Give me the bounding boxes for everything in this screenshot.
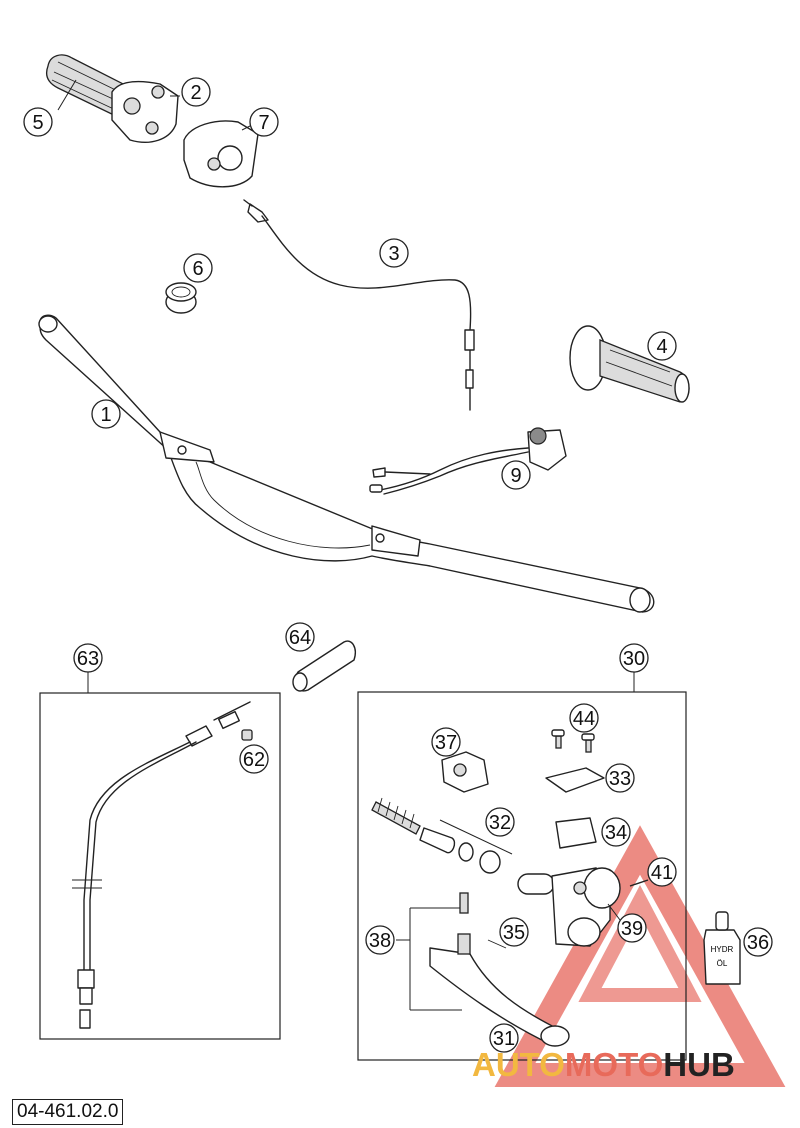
callout-9: 9	[501, 460, 531, 490]
svg-text:31: 31	[493, 1028, 515, 1050]
throttle-cable	[243, 199, 475, 411]
clutch-cable	[72, 701, 253, 1029]
callout-6: 6	[183, 253, 213, 283]
svg-text:33: 33	[609, 768, 631, 790]
callout-64: 64	[285, 622, 315, 652]
callout-36: 36	[743, 927, 773, 957]
callout-2: 2	[181, 77, 211, 107]
svg-text:6: 6	[192, 258, 203, 280]
handlebar	[38, 314, 655, 613]
svg-text:39: 39	[621, 918, 643, 940]
leader-lines	[57, 79, 635, 941]
svg-text:7: 7	[258, 112, 269, 134]
master-cylinder	[517, 867, 621, 947]
svg-text:3: 3	[388, 243, 399, 265]
throttle-cover	[183, 120, 259, 188]
svg-text:62: 62	[243, 749, 265, 771]
watermark-text: AUTOMOTOHUB	[472, 1046, 735, 1083]
callout-38: 38	[365, 925, 395, 955]
svg-text:9: 9	[510, 465, 521, 487]
watermark-part2: MOTO	[565, 1046, 663, 1083]
kill-switch	[369, 427, 567, 495]
svg-text:44: 44	[573, 708, 595, 730]
svg-text:35: 35	[503, 922, 525, 944]
hand-brake-box	[357, 691, 687, 1061]
piston-kit	[371, 797, 513, 874]
callout-44: 44	[569, 703, 599, 733]
reservoir-cover-parts	[441, 729, 605, 849]
watermark-logo	[494, 825, 786, 1087]
svg-text:4: 4	[656, 336, 667, 358]
svg-text:63: 63	[77, 648, 99, 670]
callout-37: 37	[431, 727, 461, 757]
throttle-housing	[111, 80, 179, 143]
callout-63: 63	[73, 643, 103, 673]
callout-41: 41	[647, 857, 677, 887]
callout-62: 62	[239, 744, 269, 774]
spacer-ring	[165, 282, 197, 314]
svg-text:30: 30	[623, 648, 645, 670]
svg-text:41: 41	[651, 862, 673, 884]
watermark-part1: AUTO	[472, 1046, 565, 1083]
callout-35: 35	[499, 917, 529, 947]
left-grip	[569, 325, 690, 403]
svg-text:32: 32	[489, 812, 511, 834]
callout-5: 5	[23, 107, 53, 137]
brake-lever	[409, 879, 649, 1047]
oil-label-line2: ÖL	[717, 959, 728, 968]
svg-text:5: 5	[32, 112, 43, 134]
callout-31: 31	[489, 1023, 519, 1053]
svg-text:37: 37	[435, 732, 457, 754]
hydraulic-oil-bottle: HYDR ÖL	[703, 911, 741, 985]
svg-text:36: 36	[747, 932, 769, 954]
callout-30: 30	[619, 643, 649, 673]
svg-text:38: 38	[369, 930, 391, 952]
callout-39: 39	[617, 913, 647, 943]
callout-7: 7	[249, 107, 279, 137]
clutch-cable-box	[39, 692, 281, 1040]
svg-text:1: 1	[100, 404, 111, 426]
svg-text:2: 2	[190, 82, 201, 104]
svg-text:34: 34	[605, 822, 627, 844]
svg-text:64: 64	[289, 627, 311, 649]
callout-1: 1	[91, 399, 121, 429]
callout-3: 3	[379, 238, 409, 268]
callout-33: 33	[605, 763, 635, 793]
oil-label-line1: HYDR	[711, 945, 734, 954]
watermark-part3: HUB	[663, 1046, 735, 1083]
diagram-code-label: 04-461.02.0	[12, 1099, 124, 1125]
callout-32: 32	[485, 807, 515, 837]
bar-end-weight	[292, 640, 356, 692]
callout-34: 34	[601, 817, 631, 847]
callout-4: 4	[647, 331, 677, 361]
